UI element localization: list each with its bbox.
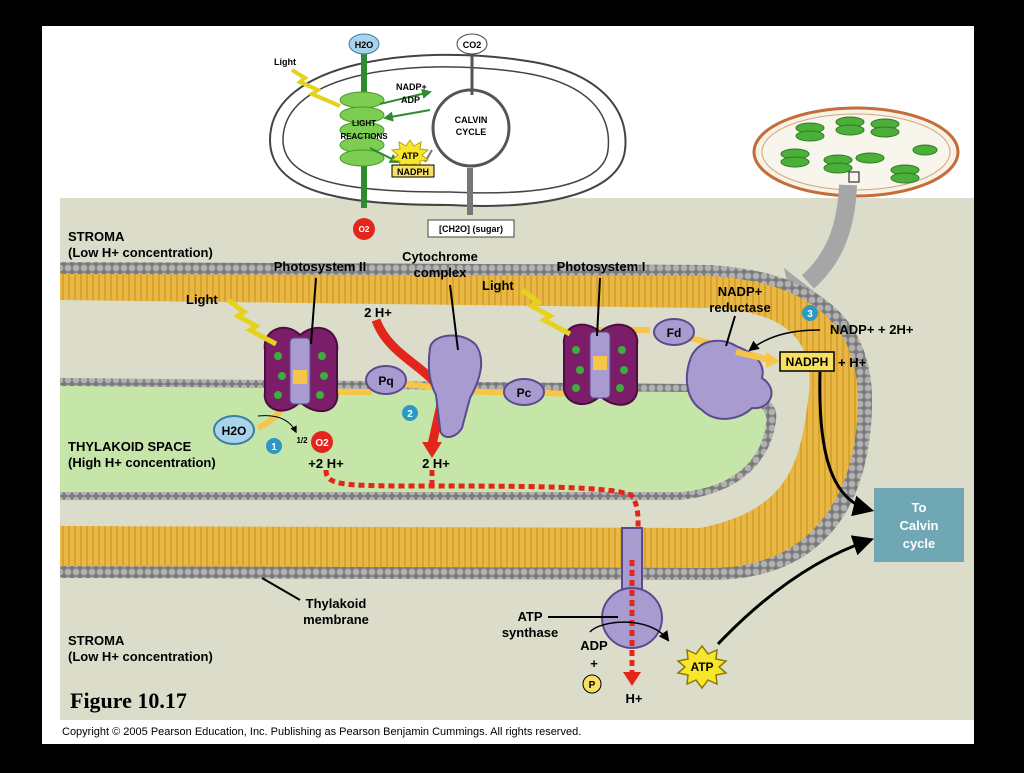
to-calvin-label-3: cycle — [903, 536, 936, 551]
calvin-cycle-box — [874, 488, 964, 562]
ov-adp: ADP — [401, 95, 420, 105]
stroma-top-label: STROMA — [68, 229, 125, 244]
lightning-bolt-icon — [226, 298, 278, 347]
o2-label: O2 — [315, 438, 329, 449]
adp-label: ADP — [580, 638, 608, 653]
ov-nadph: NADPH — [397, 167, 429, 177]
ov-sugar: [CH2O] (sugar) — [439, 224, 503, 234]
photosystem-ii-label: Photosystem II — [274, 259, 366, 274]
step-badge-2 — [402, 405, 418, 421]
photosystem-i — [562, 323, 639, 406]
zoom-arrow — [801, 184, 857, 289]
step-3-label: 3 — [807, 309, 813, 320]
atp-starburst-icon — [676, 644, 728, 690]
plus-2h-label: +2 H+ — [308, 456, 344, 471]
step-badge-1 — [266, 438, 282, 454]
cytochrome-label-2: complex — [414, 265, 468, 280]
lightning-bolt-icon — [290, 68, 341, 108]
half-label: 1/2 — [296, 436, 308, 445]
pc-carrier — [503, 378, 545, 406]
o2-molecule — [311, 431, 333, 453]
stroma-bottom-sub: (Low H+ concentration) — [68, 649, 213, 664]
pi-label: P — [589, 680, 596, 691]
atp-synthase-label-2: synthase — [502, 625, 558, 640]
fd-label: Fd — [667, 326, 682, 340]
two-h-lumen-label: 2 H+ — [422, 456, 450, 471]
to-calvin-label-1: To — [912, 500, 927, 515]
overview-chloroplast: H2O CO2 Light NADP+ ADP LIGHT REACTIONS … — [268, 33, 627, 240]
photosystem-ii — [263, 326, 339, 412]
ov-h2o: H2O — [355, 40, 374, 50]
ov-light-reactions-1: LIGHT — [352, 119, 376, 128]
ov-nadp: NADP+ — [396, 82, 427, 92]
pq-label: Pq — [378, 374, 393, 388]
nadph-label: NADPH — [786, 355, 829, 369]
figure-number: Figure 10.17 — [70, 688, 187, 713]
step-badge-3 — [802, 305, 818, 321]
stroma-top-sub: (Low H+ concentration) — [68, 245, 213, 260]
ov-calvin-1: CALVIN — [455, 115, 488, 125]
cytochrome-complex — [427, 334, 483, 438]
thylakoid-space-sub: (High H+ concentration) — [68, 455, 216, 470]
thylakoid-membrane-label-1: Thylakoid — [306, 596, 367, 611]
ov-light: Light — [274, 57, 296, 67]
thylakoid-membrane — [60, 262, 872, 580]
step-1-label: 1 — [271, 442, 277, 453]
photosystem-i-label: Photosystem I — [557, 259, 646, 274]
pi-molecule — [582, 674, 602, 694]
nadph-box — [779, 351, 835, 372]
pq-carrier — [365, 365, 407, 395]
to-calvin-label-2: Calvin — [899, 518, 938, 533]
ov-light-reactions-2: REACTIONS — [340, 132, 388, 141]
h2o-molecule — [213, 415, 255, 445]
atp-synthase — [601, 527, 663, 686]
nadp-2h-label: NADP+ + 2H+ — [830, 322, 914, 337]
nadp-reductase-label-1: NADP+ — [718, 284, 763, 299]
ov-o2: O2 — [359, 225, 370, 234]
thylakoid-stack-icon — [339, 91, 385, 167]
step-2-label: 2 — [407, 409, 413, 420]
atp-synthase-label-1: ATP — [517, 609, 542, 624]
chloroplast-icon — [752, 106, 960, 304]
plus-h-label: + H+ — [838, 355, 867, 370]
thylakoid-space-label: THYLAKOID SPACE — [68, 439, 192, 454]
pc-label: Pc — [517, 386, 532, 400]
stroma-bottom-label: STROMA — [68, 633, 125, 648]
two-h-top-label: 2 H+ — [364, 305, 392, 320]
atp-label: ATP — [690, 660, 713, 674]
ov-atp: ATP — [401, 151, 418, 161]
cytochrome-label-1: Cytochrome — [402, 249, 478, 264]
thylakoid-space — [60, 386, 767, 492]
ov-co2: CO2 — [463, 40, 482, 50]
fd-carrier — [653, 318, 695, 346]
plus-label: + — [590, 656, 598, 671]
thylakoid-membrane-label-2: membrane — [303, 612, 369, 627]
h-plus-label: H+ — [626, 691, 643, 706]
copyright-notice: Copyright © 2005 Pearson Education, Inc.… — [62, 726, 581, 738]
light-right-label: Light — [482, 278, 514, 293]
ov-calvin-2: CYCLE — [456, 127, 487, 137]
light-left-label: Light — [186, 292, 218, 307]
h2o-label: H2O — [222, 424, 247, 438]
nadp-reductase-label-2: reductase — [709, 300, 770, 315]
proton-gradient-path — [323, 469, 641, 561]
lightning-bolt-icon — [520, 288, 572, 337]
